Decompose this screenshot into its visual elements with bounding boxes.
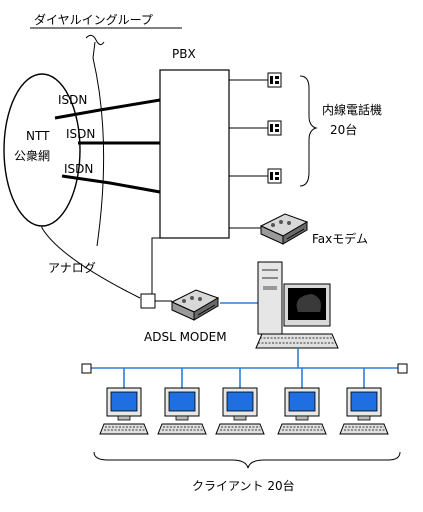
public-network-label: 公衆網	[14, 149, 50, 163]
isdn-line-1	[54, 98, 161, 120]
analog-label: アナログ	[48, 261, 96, 275]
pbx-box	[159, 69, 230, 239]
server-pc-icon	[255, 261, 339, 349]
lan-terminator-icon	[397, 363, 408, 374]
isdn-label-1: ISDN	[58, 93, 87, 107]
analog-line	[41, 226, 141, 299]
client-pc-icon	[99, 387, 149, 435]
modem-icon	[171, 289, 219, 321]
fax-modem-label: Faxモデム	[312, 231, 368, 246]
client-pc-icon	[339, 387, 389, 435]
dial-in-group-tilde	[85, 34, 105, 46]
adsl-modem-label: ADSL MODEM	[144, 330, 227, 344]
ntt-label: NTT	[26, 129, 50, 143]
telephone-icon	[267, 120, 282, 136]
client-pc-icon	[277, 387, 327, 435]
isdn-label-3: ISDN	[64, 162, 93, 176]
telephone-icon	[267, 72, 282, 88]
pbx-splitter-line	[151, 237, 160, 294]
lan-terminator-icon	[81, 363, 92, 374]
isdn-label-2: ISDN	[66, 127, 95, 141]
dial-in-group-label: ダイヤルイングループ	[34, 12, 153, 27]
phones-brace	[299, 75, 318, 187]
client-pc-icon	[157, 387, 207, 435]
extension-phones-count: 20台	[330, 122, 357, 137]
pbx-label: PBX	[172, 47, 196, 61]
dial-in-group-pointer	[92, 41, 96, 59]
dial-in-group-arc	[92, 57, 105, 247]
extension-phones-label: 内線電話機	[322, 102, 382, 117]
telephone-icon	[267, 168, 282, 184]
isdn-line-3	[61, 174, 161, 194]
clients-brace	[93, 451, 401, 469]
client-pc-icon	[215, 387, 265, 435]
modem-icon	[260, 213, 308, 245]
clients-label: クライアント 20台	[192, 478, 295, 493]
splitter-box	[140, 293, 156, 309]
